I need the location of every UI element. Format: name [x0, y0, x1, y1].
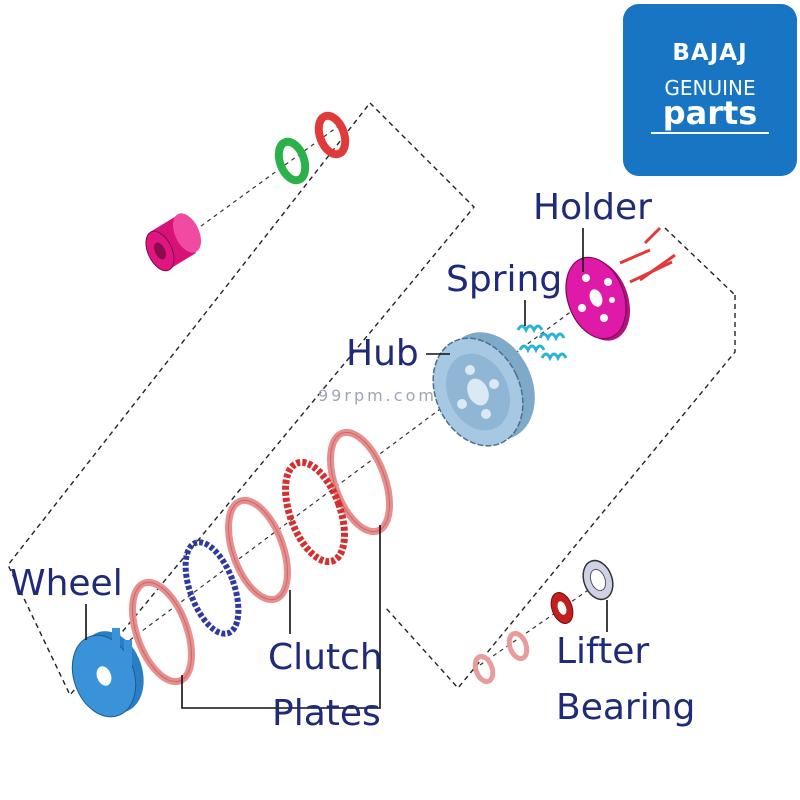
logo-genuine: GENUINE — [664, 76, 756, 100]
holder-bolts — [619, 226, 676, 284]
wheel-part — [71, 628, 144, 718]
lifter-ring — [550, 592, 574, 624]
clutch-hub — [432, 332, 535, 447]
label-lifter: Lifter — [556, 631, 650, 672]
watermark: 99rpm.com — [318, 386, 437, 405]
lifter-washer-1 — [472, 653, 496, 685]
green-washer — [274, 137, 310, 185]
logo-brand: BAJAJ — [672, 40, 748, 66]
label-clutch: Clutch — [268, 637, 383, 678]
collar-part — [145, 213, 202, 272]
label-bearing: Bearing — [556, 687, 696, 728]
clutch-plate-5 — [129, 578, 195, 686]
holder-plate — [565, 256, 630, 341]
label-holder: Holder — [533, 187, 652, 228]
bajaj-genuine-parts-logo: BAJAJ GENUINE parts — [623, 4, 797, 176]
clutch-plate-3 — [225, 496, 291, 604]
lifter-washer-2 — [506, 630, 530, 662]
lifter-bearing — [582, 559, 614, 601]
red-washer — [314, 111, 350, 159]
assembly-outline-lifter — [384, 227, 736, 690]
spring-parts — [516, 324, 568, 362]
label-plates: Plates — [272, 693, 381, 734]
leader-lines — [85, 228, 608, 709]
label-spring: Spring — [446, 259, 563, 300]
clutch-plate-1 — [327, 428, 393, 536]
logo-underline — [651, 132, 769, 134]
label-hub: Hub — [346, 333, 419, 374]
assembly-outline-main — [7, 101, 475, 697]
logo-parts: parts — [662, 94, 758, 132]
clutch-plate-2 — [282, 458, 348, 566]
clutch-plate-4 — [182, 539, 242, 637]
label-wheel: Wheel — [10, 563, 123, 604]
